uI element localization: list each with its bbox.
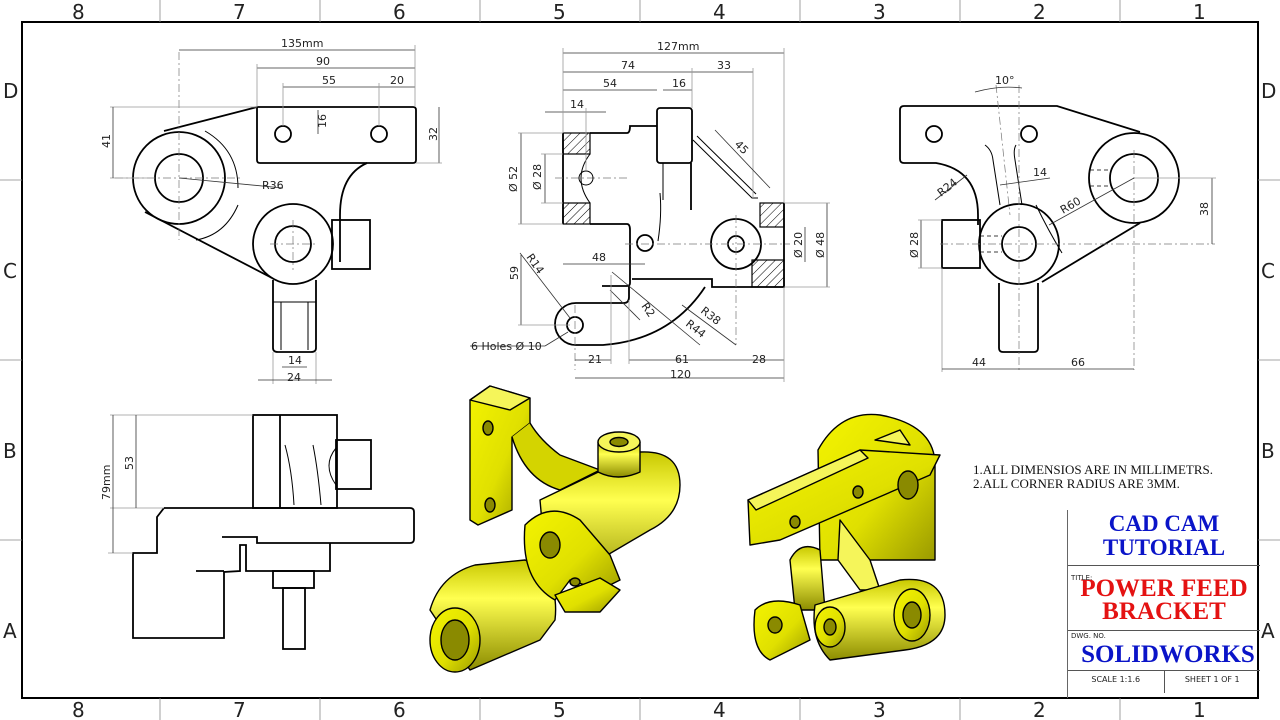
zone-label: 8	[72, 698, 85, 720]
zone-label: 4	[713, 698, 726, 720]
dim-74: 74	[621, 59, 635, 72]
title-block-dwg: DWG. NO. SOLIDWORKS	[1068, 631, 1260, 671]
dim-44: 44	[972, 356, 986, 369]
dim-r38: R38	[698, 304, 723, 328]
dim-55: 55	[322, 74, 336, 87]
dwg-label: DWG. NO.	[1071, 632, 1106, 640]
brand-line-2: TUTORIAL	[1102, 535, 1226, 560]
dim-59: 59	[508, 266, 521, 280]
title-line-2: BRACKET	[1102, 598, 1226, 625]
zone-label: 3	[873, 0, 886, 24]
dim-14: 14	[570, 98, 584, 111]
dim-10deg: 10°	[995, 74, 1015, 87]
zone-label: C	[1261, 259, 1275, 283]
dim-r24: R24	[935, 176, 960, 200]
dim-41: 41	[100, 134, 113, 148]
title-block-title: TITLE: POWER FEED BRACKET	[1068, 566, 1260, 631]
zone-label: 5	[553, 698, 566, 720]
dim-32: 32	[427, 127, 440, 141]
dim-127: 127mm	[657, 40, 699, 53]
dim-r14: R14	[524, 251, 547, 276]
dim-16: 16	[316, 114, 329, 128]
dim-dia52: Ø 52	[507, 166, 520, 192]
dim-135: 135mm	[281, 37, 323, 50]
dim-48: 48	[592, 251, 606, 264]
dim-21: 21	[588, 353, 602, 366]
note-1: 1.ALL DIMENSIOS ARE IN MILLIMETRS.	[973, 462, 1214, 477]
zone-labels-left: D C B A	[3, 79, 18, 643]
title-block: CAD CAM TUTORIAL TITLE: POWER FEED BRACK…	[1067, 510, 1260, 698]
zone-label: D	[1261, 79, 1276, 103]
zone-label: 3	[873, 698, 886, 720]
zone-label: D	[3, 79, 18, 103]
zone-label: 2	[1033, 0, 1046, 24]
zone-label: B	[3, 439, 17, 463]
side-view: 10° 14 R24 R60 Ø 28 38 44 66	[899, 74, 1216, 372]
dim-66: 66	[1071, 356, 1085, 369]
dim-90: 90	[316, 55, 330, 68]
zone-label: 4	[713, 0, 726, 24]
bottom-view: 79mm 53	[100, 414, 415, 650]
zone-label: 7	[233, 698, 246, 720]
title-block-brand: CAD CAM TUTORIAL	[1068, 510, 1260, 566]
title-block-meta: SCALE 1:1.6 SHEET 1 OF 1	[1068, 671, 1260, 693]
zone-labels-bottom: 8 7 6 5 4 3 2 1	[72, 698, 1206, 720]
zone-label: A	[1261, 619, 1275, 643]
sheet-value: SHEET 1 OF 1	[1184, 675, 1240, 684]
zone-label: 7	[233, 0, 246, 24]
dim-14: 14	[1033, 166, 1047, 179]
dim-45: 45	[732, 138, 751, 157]
brand-line-1: CAD CAM	[1108, 511, 1220, 536]
dim-20: 20	[390, 74, 404, 87]
zone-label: C	[3, 259, 17, 283]
dwg-number: SOLIDWORKS	[1081, 641, 1255, 668]
dim-dia48: Ø 48	[814, 232, 827, 258]
dim-54: 54	[603, 77, 617, 90]
title-line-1: POWER FEED	[1080, 575, 1248, 602]
title-label: TITLE:	[1071, 574, 1093, 582]
zone-label: B	[1261, 439, 1275, 463]
zone-label: 8	[72, 0, 85, 24]
dim-14: 14	[288, 354, 302, 367]
dim-38: 38	[1198, 202, 1211, 216]
zone-label: 6	[393, 0, 406, 24]
dim-dia20: Ø 20	[792, 232, 805, 258]
isometric-view-1	[429, 385, 681, 673]
dim-61: 61	[675, 353, 689, 366]
dim-r2: R2	[639, 300, 658, 319]
dim-33: 33	[717, 59, 731, 72]
zone-label: 2	[1033, 698, 1046, 720]
zone-labels-top: 8 7 6 5 4 3 2 1	[72, 0, 1206, 24]
zone-label: 5	[553, 0, 566, 24]
dim-24: 24	[287, 371, 301, 384]
dim-dia28: Ø 28	[908, 232, 921, 258]
zone-labels-right: D C B A	[1261, 79, 1276, 643]
scale-value: SCALE 1:1.6	[1068, 671, 1165, 693]
dim-dia28: Ø 28	[531, 164, 544, 190]
dim-r44: R44	[683, 317, 708, 341]
dim-r36: R36	[262, 179, 284, 192]
isometric-view-2	[747, 413, 946, 661]
dim-79: 79mm	[100, 465, 113, 500]
dim-53: 53	[123, 456, 136, 470]
zone-label: 6	[393, 698, 406, 720]
holes-callout: 6 Holes Ø 10	[471, 340, 542, 353]
zone-label: A	[3, 619, 17, 643]
top-view: 127mm 74 33 54 16 14 45 Ø 52 Ø 28 Ø 20 Ø…	[470, 40, 830, 382]
dim-16: 16	[672, 77, 686, 90]
zone-label: 1	[1193, 698, 1206, 720]
dim-28: 28	[752, 353, 766, 366]
dim-120: 120	[670, 368, 691, 381]
drawing-notes: 1.ALL DIMENSIOS ARE IN MILLIMETRS. 2.ALL…	[973, 463, 1213, 491]
zone-label: 1	[1193, 0, 1206, 24]
note-2: 2.ALL CORNER RADIUS ARE 3MM.	[973, 476, 1180, 491]
front-view: 135mm 90 55 20 16 32 41 R36 14 24	[100, 37, 442, 384]
